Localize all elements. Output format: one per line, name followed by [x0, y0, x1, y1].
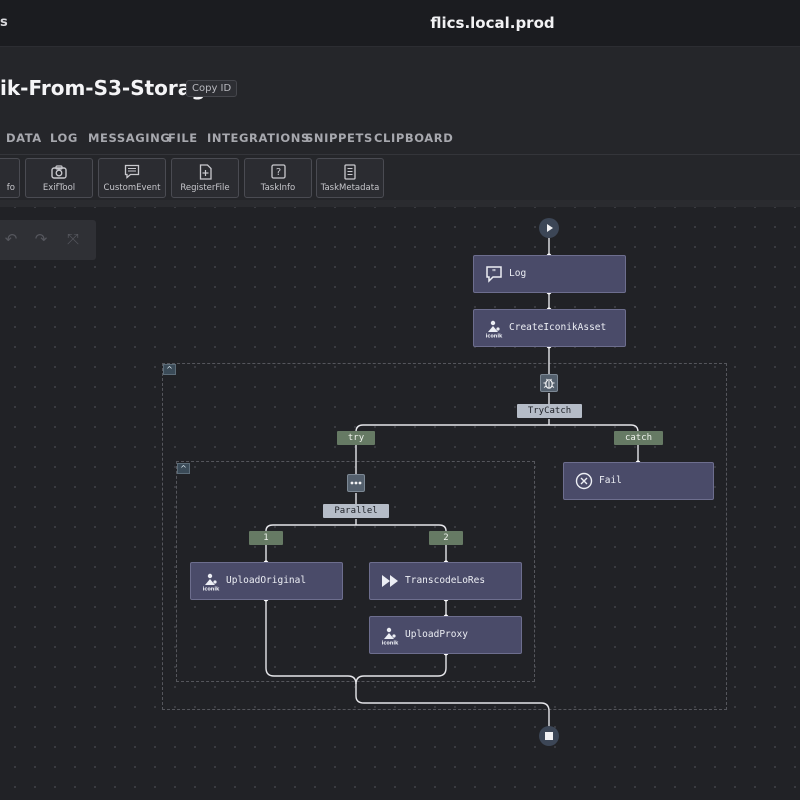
fast-forward-icon [380, 571, 400, 591]
camera-icon [26, 164, 92, 182]
node-log[interactable]: " Log [473, 255, 626, 293]
tab-file[interactable]: FILE [168, 131, 198, 145]
environment-host: flics.local.prod [430, 14, 555, 32]
tool-label: ExifTool [42, 183, 76, 193]
tool-customevent[interactable]: CustomEvent [98, 158, 166, 198]
node-upload-original[interactable]: iconik UploadOriginal [190, 562, 343, 600]
undo-icon[interactable]: ↶ [4, 230, 18, 248]
svg-text:": " [492, 268, 496, 277]
trycatch-operator[interactable] [540, 374, 558, 392]
title-bar: s flics.local.prod [0, 0, 800, 47]
trycatch-collapse-toggle[interactable]: ^ [163, 364, 176, 375]
message-icon: " [484, 264, 504, 284]
fit-view-icon[interactable]: ⤧ [66, 230, 79, 248]
more-icon [350, 481, 362, 485]
panel-divider [0, 200, 800, 207]
tab-snippets[interactable]: SNIPPETS [305, 131, 373, 145]
toolbox-tabs: DATA LOG MESSAGING FILE INTEGRATIONS SNI… [0, 127, 800, 155]
redo-icon[interactable]: ↷ [34, 230, 48, 248]
bug-icon [543, 378, 555, 389]
try-branch-label: try [337, 431, 375, 445]
svg-text:iconik: iconik [203, 587, 220, 592]
node-label: UploadProxy [405, 629, 468, 640]
document-icon [317, 164, 383, 182]
trycatch-label: TryCatch [517, 404, 582, 418]
tab-clipboard[interactable]: CLIPBOARD [374, 131, 454, 145]
tab-integrations[interactable]: INTEGRATIONS [207, 131, 310, 145]
app-name-fragment: s [0, 15, 8, 30]
start-node[interactable] [539, 218, 559, 238]
question-icon: ? [245, 164, 311, 182]
node-upload-proxy[interactable]: iconik UploadProxy [369, 616, 522, 654]
file-plus-icon [172, 164, 238, 182]
tool-exiftool[interactable]: ExifTool [25, 158, 93, 198]
tool-label: CustomEvent [103, 183, 161, 193]
iconik-icon: iconik [484, 318, 504, 340]
node-label: TranscodeLoRes [405, 575, 486, 586]
iconik-icon: iconik [201, 571, 221, 593]
svg-text:?: ? [275, 167, 280, 178]
tool-taskinfo[interactable]: ? TaskInfo [244, 158, 312, 198]
tool-registerfile[interactable]: RegisterFile [171, 158, 239, 198]
tool-label: TaskMetadata [320, 183, 380, 193]
node-label: Log [509, 268, 527, 279]
tab-data[interactable]: DATA [6, 131, 42, 145]
catch-branch-label: catch [614, 431, 663, 445]
parallel-collapse-toggle[interactable]: ^ [177, 463, 190, 474]
workflow-header [0, 47, 800, 127]
node-label: CreateIconikAsset [509, 322, 607, 333]
tool-label: TaskInfo [260, 183, 296, 193]
workflow-canvas[interactable] [0, 207, 800, 800]
node-transcode-lores[interactable]: TranscodeLoRes [369, 562, 522, 600]
node-label: UploadOriginal [226, 575, 307, 586]
x-circle-icon [574, 471, 594, 491]
copy-id-button[interactable]: Copy ID [186, 80, 238, 97]
tool-taskinfo-partial[interactable]: fo [0, 158, 20, 198]
tab-messaging[interactable]: MESSAGING [88, 131, 171, 145]
canvas-controls: ↶ ↷ ⤧ [0, 220, 96, 260]
message-icon [99, 164, 165, 182]
toolbox-panel: fo ExifTool CustomEvent RegisterFile ? T… [0, 155, 800, 201]
end-node[interactable] [539, 726, 559, 746]
svg-text:iconik: iconik [486, 334, 503, 339]
trycatch-group [162, 363, 727, 710]
tool-taskmetadata[interactable]: TaskMetadata [316, 158, 384, 198]
parallel-label: Parallel [323, 504, 389, 518]
tab-log[interactable]: LOG [50, 131, 78, 145]
play-icon [547, 224, 553, 232]
tool-label: fo [6, 183, 15, 193]
node-fail[interactable]: Fail [563, 462, 714, 500]
svg-text:iconik: iconik [382, 641, 399, 646]
node-label: Fail [599, 475, 622, 486]
stop-icon [545, 732, 553, 740]
branch-1-label: 1 [249, 531, 283, 545]
workflow-title: ik-From-S3-Storage [0, 76, 220, 100]
tool-label: RegisterFile [180, 183, 230, 193]
node-create-iconik-asset[interactable]: iconik CreateIconikAsset [473, 309, 626, 347]
parallel-operator[interactable] [347, 474, 365, 492]
iconik-icon: iconik [380, 625, 400, 647]
branch-2-label: 2 [429, 531, 463, 545]
